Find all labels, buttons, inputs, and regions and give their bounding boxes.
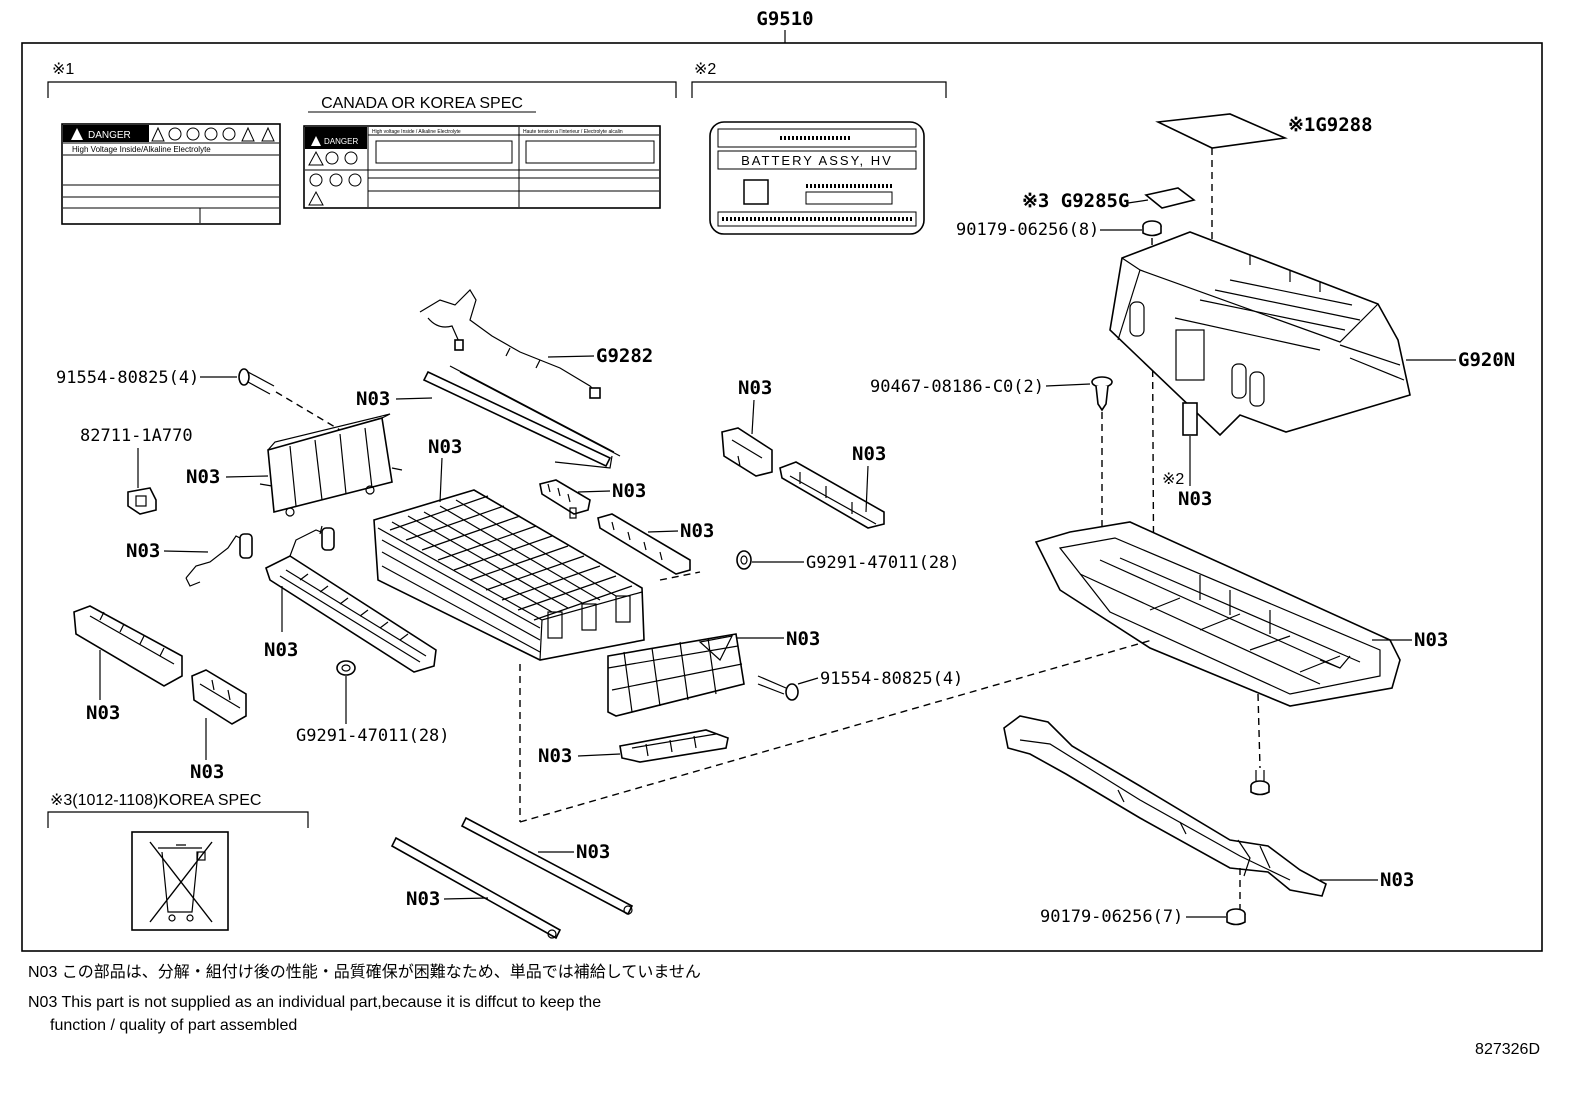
danger-sub: High Voltage Inside/Alkaline Electrolyte — [72, 145, 211, 154]
callout-n03-frame: N03 — [1380, 869, 1414, 891]
callout-n03-board1: N03 — [86, 702, 120, 724]
document-id: 827326D — [1475, 1041, 1540, 1058]
callout-n03-rod2: N03 — [406, 888, 440, 910]
callout-n03-clip2: N03 — [852, 443, 886, 465]
callout-n03-top-clip: N03 — [738, 377, 772, 399]
rail-n03 — [619, 729, 729, 763]
svg-text:High voltage Inside / Alkaline: High voltage Inside / Alkaline Electroly… — [372, 129, 461, 135]
callout-g9291-left: G9291-47011(28) — [296, 726, 450, 746]
clip-n03-long — [779, 461, 885, 529]
callout-n03-rod1: N03 — [576, 841, 610, 863]
bolt-91554-right — [757, 675, 799, 701]
callout-n03-board2: N03 — [190, 761, 224, 783]
tube-n03 — [422, 365, 621, 469]
svg-text:Haute tension a l'interieur /: Haute tension a l'interieur / Electrolyt… — [523, 129, 623, 135]
lower-tray-n03 — [1034, 521, 1401, 707]
assembly-code: G9510 — [756, 8, 813, 30]
busbar-holder-2 — [597, 513, 691, 575]
battery-assy-text: BATTERY ASSY, HV — [741, 153, 893, 168]
upper-cover-g920n — [1109, 231, 1411, 437]
sheet-g9285g — [1144, 187, 1196, 209]
nut-90179-top — [1142, 220, 1162, 237]
battery-cell-stack — [373, 489, 645, 661]
clip-90467 — [1091, 376, 1113, 412]
group3-title: ※3(1012-1108)KOREA SPEC — [50, 792, 261, 809]
rod-n03-2 — [390, 836, 562, 940]
callout-n03-bus2: N03 — [680, 520, 714, 542]
callout-g9288: ※1G9288 — [1288, 114, 1373, 136]
note-en-line2: function / quality of part assembled — [50, 1017, 298, 1034]
nut-g9291-left — [336, 660, 356, 676]
plate-n03-left — [259, 413, 403, 517]
callout-g9291-right: G9291-47011(28) — [806, 553, 960, 573]
nut-g9291-right — [736, 550, 752, 570]
group1-title: CANADA OR KOREA SPEC — [321, 95, 523, 112]
callout-g9282: G9282 — [596, 345, 653, 367]
nut-90179-bottom — [1226, 908, 1246, 926]
callout-91554-left: 91554-80825(4) — [56, 368, 199, 388]
group2-mark: ※2 — [694, 61, 716, 78]
group1-mark: ※1 — [52, 61, 74, 78]
harness-g9282 — [419, 289, 601, 399]
callout-90467: 90467-08186-C0(2) — [870, 377, 1044, 397]
callout-n03-tube: N03 — [356, 388, 390, 410]
busbar-holder-1 — [539, 479, 591, 519]
note-en-line1: N03 This part is not supplied as an indi… — [28, 994, 602, 1011]
battery-assy-label: BATTERY ASSY, HV — [709, 121, 925, 235]
bracket-n03 — [607, 633, 745, 717]
clip-n03-top — [721, 427, 773, 477]
svg-text:DANGER: DANGER — [324, 137, 358, 146]
cable-n03 — [185, 533, 253, 587]
callout-g920n: G920N — [1458, 349, 1515, 371]
callout-n03-bracket: N03 — [786, 628, 820, 650]
callout-n03-plate: N03 — [186, 466, 220, 488]
bolt-91554-left — [238, 368, 275, 395]
callout-90179-8: 90179-06256(8) — [956, 220, 1099, 240]
board-n03-2 — [191, 669, 247, 725]
callout-n03-bus1: N03 — [612, 480, 646, 502]
danger-word: DANGER — [88, 130, 131, 141]
note-jp: N03 この部品は、分解・組付け後の性能・品質確保が困難なため、単品では補給して… — [28, 964, 701, 981]
rod-n03-1 — [460, 816, 634, 916]
label-sheet-n03 — [1182, 402, 1198, 436]
frame-member-n03 — [1003, 715, 1327, 897]
recycle-bin-label — [131, 831, 229, 931]
callout-n03-holder: N03 — [264, 639, 298, 661]
callout-82711: 82711-1A770 — [80, 426, 193, 446]
danger-label-us: DANGER High Voltage Inside/Alkaline Elec… — [61, 123, 281, 225]
bolt-tray — [1250, 770, 1270, 796]
diagram-frame — [21, 42, 1543, 952]
sheet-g9288 — [1155, 113, 1288, 149]
callout-n03-cell: N03 — [428, 436, 462, 458]
callout-n03-m2-mark: ※2 — [1162, 471, 1184, 488]
callout-n03-harn: N03 — [126, 540, 160, 562]
callout-90179-7: 90179-06256(7) — [1040, 907, 1183, 927]
connector-82711 — [127, 487, 157, 515]
callout-n03-rail: N03 — [538, 745, 572, 767]
harness-holder-n03 — [265, 525, 437, 673]
danger-label-canada: DANGER High voltage Inside / Alkaline El… — [303, 125, 661, 209]
callout-91554-right: 91554-80825(4) — [820, 669, 963, 689]
callout-n03-m2: N03 — [1178, 488, 1212, 510]
callout-g9285g: ※3 G9285G — [1022, 190, 1129, 212]
board-n03-1 — [73, 605, 183, 687]
callout-n03-tray: N03 — [1414, 629, 1448, 651]
